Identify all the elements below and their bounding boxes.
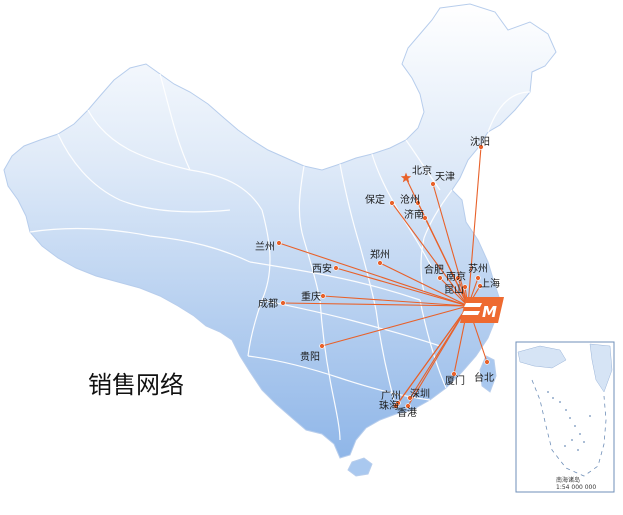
city-label-city-16: 贵阳 — [300, 350, 320, 363]
city-label-city-20: 深圳 — [410, 388, 430, 400]
city-marker-city-6 — [276, 240, 282, 246]
city-label-city-4: 沧州 — [400, 193, 420, 206]
city-marker-city-14 — [280, 300, 286, 306]
hub-logo-stripe — [462, 303, 482, 315]
taiwan-island — [479, 355, 497, 393]
page-title: 销售网络 — [88, 371, 184, 399]
city-label-city-6: 兰州 — [255, 240, 275, 253]
city-label-city-8: 郑州 — [370, 248, 390, 261]
city-marker-city-16 — [319, 343, 325, 349]
inset-scale: 1:54 000 000 — [556, 484, 596, 491]
city-labels: 北京天津 沈阳保定 沧州济南兰州西安 郑州合肥南京苏州昆山 上海成都 重庆贵阳厦门台北广州… — [255, 135, 500, 419]
route-line-city-6 — [278, 242, 469, 307]
city-marker-city-2 — [478, 144, 484, 150]
route-line-city-16 — [321, 305, 469, 347]
city-label-city-9: 合肥 — [424, 263, 444, 276]
city-markers — [276, 144, 490, 409]
star-icon — [400, 172, 412, 183]
route-line-city-7 — [335, 267, 469, 307]
city-label-city-1: 天津 — [435, 171, 455, 183]
city-marker-city-11 — [475, 275, 481, 281]
china-outline — [3, 3, 557, 459]
city-marker-city-12 — [462, 284, 468, 290]
inset-islands — [547, 391, 591, 451]
route-line-city-14 — [282, 302, 469, 307]
city-marker-city-10 — [455, 275, 461, 281]
city-marker-city-1 — [430, 181, 436, 187]
city-label-city-13: 上海 — [480, 277, 500, 290]
city-marker-city-20 — [407, 395, 413, 401]
hub-logo-text: M — [482, 303, 497, 321]
hub-logo: M — [460, 297, 504, 323]
city-label-city-10: 南京 — [446, 270, 466, 283]
route-line-city-1 — [432, 183, 469, 307]
city-marker-city-9 — [437, 275, 443, 281]
city-label-city-21: 珠海 — [379, 399, 399, 412]
city-marker-city-7 — [333, 265, 339, 271]
city-marker-city-3 — [389, 200, 395, 206]
city-label-city-12: 昆山 — [444, 284, 464, 296]
city-marker-city-5 — [422, 215, 428, 221]
inset-boundary-dashes — [531, 379, 607, 477]
map-landmass — [3, 3, 557, 477]
city-label-city-22: 香港 — [397, 407, 417, 419]
route-lines — [278, 146, 488, 407]
city-label-city-14: 成都 — [258, 298, 278, 310]
city-marker-city-17 — [451, 371, 457, 377]
city-label-city-15: 重庆 — [301, 290, 321, 303]
city-label-city-5: 济南 — [404, 208, 424, 221]
route-line-city-22 — [407, 305, 469, 407]
city-label-city-3: 保定 — [365, 193, 385, 206]
city-label-city-18: 台北 — [474, 371, 494, 384]
route-line-city-5 — [424, 217, 469, 307]
city-marker-city-13 — [477, 283, 483, 289]
city-marker-city-8 — [377, 260, 383, 266]
city-marker-city-21 — [393, 403, 399, 409]
city-label-city-7: 西安 — [312, 262, 332, 275]
route-line-city-21 — [395, 305, 469, 407]
route-line-city-15 — [322, 295, 469, 307]
route-line-city-3 — [391, 202, 469, 307]
route-line-city-9 — [439, 277, 469, 307]
city-label-city-0: 北京 — [412, 164, 432, 177]
city-marker-city-18 — [484, 359, 490, 365]
city-label-city-17: 厦门 — [445, 374, 465, 387]
city-label-city-19: 广州 — [381, 390, 401, 402]
route-line-city-2 — [467, 146, 482, 307]
south-china-sea-inset: 南海诸岛 1:54 000 000 — [515, 341, 615, 493]
city-label-city-11: 苏州 — [468, 262, 488, 275]
route-line-city-8 — [379, 262, 469, 307]
city-label-city-2: 沈阳 — [470, 135, 490, 148]
city-marker-city-22 — [405, 403, 411, 409]
inset-label: 南海诸岛 — [556, 476, 580, 484]
city-marker-city-4 — [415, 200, 421, 206]
city-marker-city-15 — [320, 293, 326, 299]
hainan-island — [347, 457, 373, 477]
